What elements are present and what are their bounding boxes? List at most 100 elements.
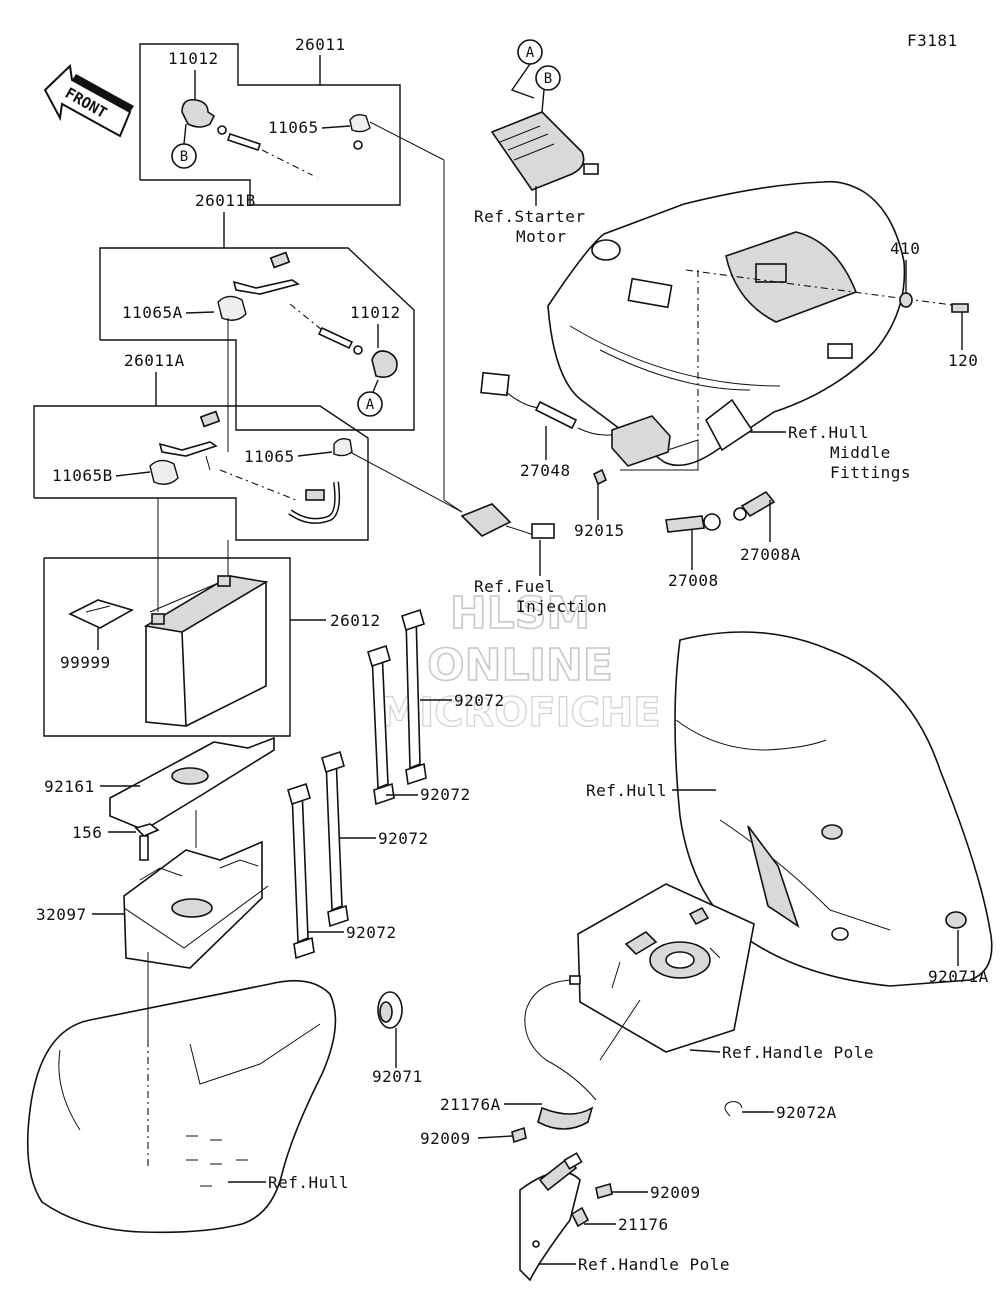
part-26011B: 26011B xyxy=(195,191,256,210)
part-11012-mid: 11012 xyxy=(350,303,401,322)
part-92071: 92071 xyxy=(372,1067,423,1086)
key-icon xyxy=(740,490,776,518)
ref-circle-b-1-label: B xyxy=(180,149,188,165)
ref-hull-bottom: Ref.Hull xyxy=(268,1173,349,1192)
strap-icon xyxy=(405,612,421,770)
part-11065B: 11065B xyxy=(52,466,113,485)
ref-starter-1: Ref.Starter xyxy=(474,207,585,226)
ref-starter-2: Motor xyxy=(516,227,567,246)
part-92071A: 92071A xyxy=(928,967,989,986)
part-92072-c: 92072 xyxy=(378,829,429,848)
boot-cap-icon xyxy=(217,295,247,321)
part-92072A: 92072A xyxy=(776,1103,837,1122)
watermark-line-2: ONLINE xyxy=(427,640,613,691)
part-92072-b: 92072 xyxy=(420,785,471,804)
ref-hull-middle-3: Fittings xyxy=(830,463,911,482)
part-92009-a: 92009 xyxy=(420,1129,471,1148)
screw-icon xyxy=(951,303,969,313)
cable-group-26011A: 26011A 11065B 11065 xyxy=(33,318,463,541)
figure-code: F3181 xyxy=(907,31,958,50)
ref-fuel-2: Injection xyxy=(516,597,607,616)
keys-27008: 27008 27008A xyxy=(665,490,801,590)
cable-group-26011: 26011 11012 B 11065 xyxy=(139,35,445,206)
ref-fuel-1: Ref.Fuel xyxy=(474,577,555,596)
ref-circle-b-2 xyxy=(535,65,561,91)
sensor-bracket-icon xyxy=(537,1106,594,1130)
part-11012-top: 11012 xyxy=(168,49,219,68)
grommet-icon xyxy=(945,911,967,929)
handle-pole-lower: Ref.Handle Pole 92009 21176 xyxy=(519,1152,730,1282)
part-120: 120 xyxy=(948,351,978,370)
clip-92072A: 92072A xyxy=(724,1101,837,1122)
part-11065-mid: 11065 xyxy=(244,447,295,466)
boot-cap-icon xyxy=(349,113,371,133)
battery-group-26012: 26012 99999 xyxy=(43,498,381,737)
part-27008A: 27008A xyxy=(740,545,801,564)
screw-icon xyxy=(595,1182,613,1200)
watermark-line-1: HLSM xyxy=(450,588,590,639)
part-21176A: 21176A xyxy=(440,1095,501,1114)
ref-circle-b-2-label: B xyxy=(544,71,552,87)
band-clip-icon xyxy=(724,1101,743,1117)
strap-icon xyxy=(371,648,389,790)
part-92072-d: 92072 xyxy=(346,923,397,942)
terminal-cap-icon xyxy=(371,350,398,378)
boot-cap-icon xyxy=(333,437,353,457)
part-32097: 32097 xyxy=(36,905,87,924)
handle-pole-upper: Ref.Handle Pole xyxy=(577,883,874,1062)
ref-circle-a-1-label: A xyxy=(366,397,375,413)
ref-hull-middle-2: Middle xyxy=(830,443,891,462)
clip-icon xyxy=(592,468,608,486)
terminal-cap-icon xyxy=(181,98,216,128)
hull-middle-fittings: 410 120 Ref.Hull Middle Fittings xyxy=(547,180,978,482)
ref-circle-a-2-label: A xyxy=(526,45,535,61)
part-11065-top: 11065 xyxy=(268,118,319,137)
harness-27048: 27048 92015 xyxy=(480,371,699,540)
strap-icon xyxy=(291,786,309,944)
part-99999: 99999 xyxy=(60,653,111,672)
key-icon xyxy=(665,515,705,533)
part-21176: 21176 xyxy=(618,1215,669,1234)
part-92009-b: 92009 xyxy=(650,1183,701,1202)
watermark: HLSM ONLINE MICROFICHE xyxy=(379,587,662,736)
ref-handle-pole-2: Ref.Handle Pole xyxy=(578,1255,730,1274)
label-sheet-icon xyxy=(68,599,135,629)
part-92072-a: 92072 xyxy=(454,691,505,710)
part-410: 410 xyxy=(890,239,920,258)
watermark-line-3: MICROFICHE xyxy=(379,690,660,736)
part-26011: 26011 xyxy=(295,35,346,54)
bolt-156: 156 xyxy=(72,810,197,861)
part-26012: 26012 xyxy=(330,611,381,630)
hull-section-icon xyxy=(26,979,337,1234)
case-32097: 32097 xyxy=(36,840,269,969)
part-156: 156 xyxy=(72,823,102,842)
hull-bottom-left: Ref.Hull 92071 xyxy=(26,952,423,1234)
ref-circle-a-1 xyxy=(357,391,383,417)
part-92015: 92015 xyxy=(574,521,625,540)
part-26011A: 26011A xyxy=(124,351,185,370)
hull-section-icon xyxy=(674,631,993,987)
connector-icon xyxy=(480,371,510,397)
part-11065A: 11065A xyxy=(122,303,183,322)
sensor-icon xyxy=(570,1206,590,1228)
ref-hull-right: Ref.Hull xyxy=(586,781,667,800)
fuel-injection-relay: Ref.Fuel Injection xyxy=(443,160,607,616)
part-27048: 27048 xyxy=(520,461,571,480)
ignition-harness: 21176A 92009 xyxy=(420,975,597,1148)
bracket-92161: 92161 xyxy=(44,736,275,831)
relay-icon xyxy=(460,503,512,537)
nut-icon xyxy=(899,292,913,308)
cable-group-26011B: 26011B 11065A 11012 A xyxy=(99,191,415,431)
starter-motor: A B Ref.Starter Motor xyxy=(474,39,599,246)
bolt-icon xyxy=(134,823,160,837)
hull-right: Ref.Hull 92071A xyxy=(586,631,993,987)
boot-cap-icon xyxy=(149,459,179,485)
front-arrow-icon: FRONT xyxy=(43,63,134,138)
ref-handle-pole-1: Ref.Handle Pole xyxy=(722,1043,874,1062)
ref-hull-middle-1: Ref.Hull xyxy=(788,423,869,442)
strap-icon xyxy=(325,754,343,912)
module-icon xyxy=(611,415,671,467)
part-92161: 92161 xyxy=(44,777,95,796)
screw-icon xyxy=(511,1126,527,1144)
